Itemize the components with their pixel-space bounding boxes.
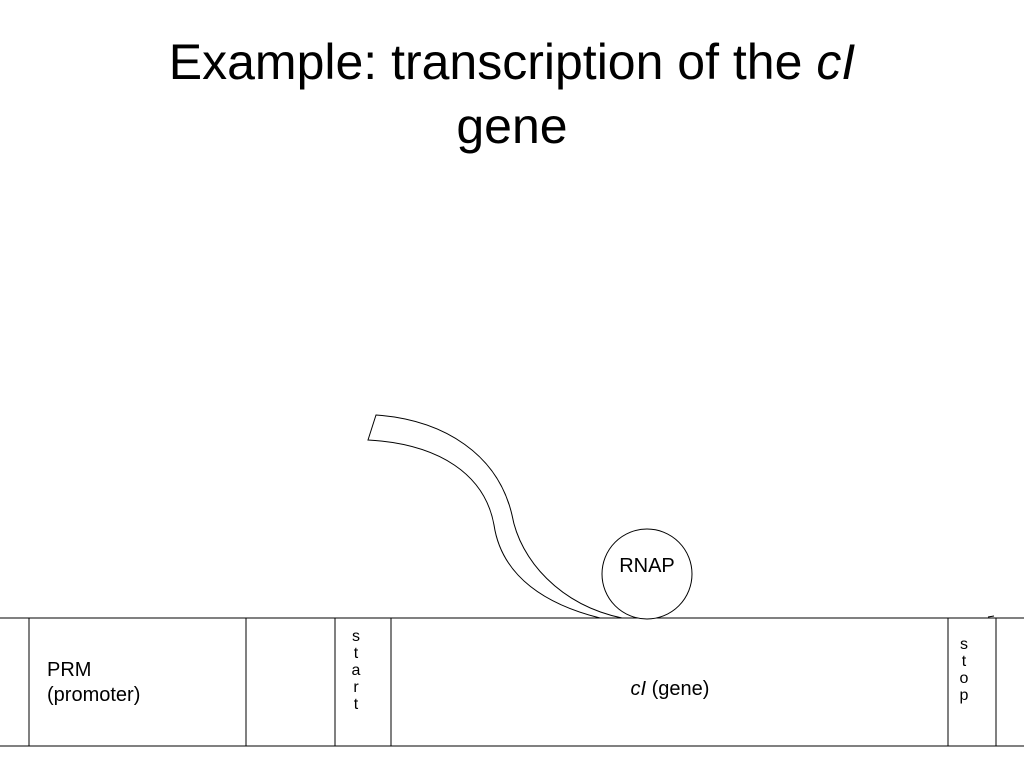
stop-codon-label: s t o p xyxy=(950,636,978,704)
rna-transcript-ribbon xyxy=(367,414,623,619)
dna-strand xyxy=(0,617,1024,747)
stop-letter: t xyxy=(961,653,967,670)
start-letter: t xyxy=(353,696,359,713)
slide-title: Example: transcription of the cI gene xyxy=(0,30,1024,158)
rnap-circle xyxy=(601,528,693,620)
stop-letter: o xyxy=(959,670,969,687)
start-letter: s xyxy=(352,628,360,645)
title-line1-prefix: Example: transcription of the xyxy=(168,34,817,90)
corner-tick xyxy=(987,615,995,618)
title-gene-name: cI xyxy=(816,34,856,90)
gene-description: (gene) xyxy=(646,678,710,700)
title-line2: gene xyxy=(456,98,568,154)
start-codon-label: s t a r t xyxy=(337,628,375,713)
start-letter: a xyxy=(351,662,361,679)
stop-letter: p xyxy=(959,687,969,704)
promoter-label: PRM (promoter) xyxy=(47,658,140,708)
promoter-name: PRM xyxy=(47,659,92,681)
gene-label: cI (gene) xyxy=(392,676,948,702)
stop-letter: s xyxy=(960,636,968,653)
promoter-description: (promoter) xyxy=(47,684,141,706)
gene-name: cI xyxy=(630,678,647,700)
start-letter: t xyxy=(353,645,359,662)
start-letter: r xyxy=(353,679,359,696)
rnap-label: RNAP xyxy=(619,555,675,577)
